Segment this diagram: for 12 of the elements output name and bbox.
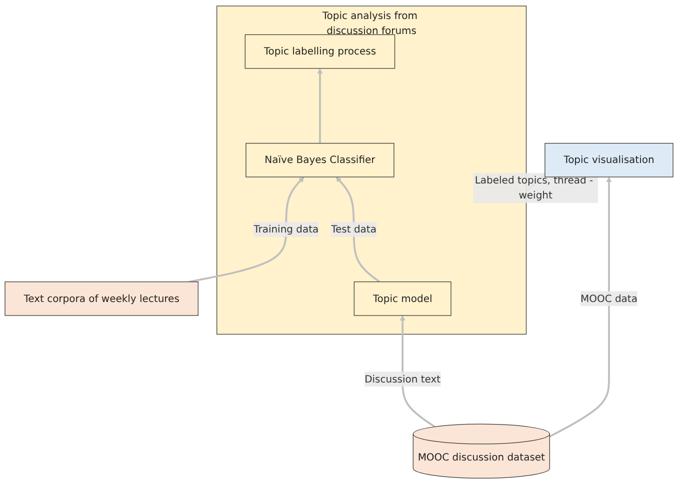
node-box: Topic visualisation [544,142,674,178]
node-box: Text corpora of weekly lectures [4,281,198,316]
node-box: Topic labelling process [244,34,396,69]
edge-label: Training data [254,223,319,235]
node-box: Topic model [354,281,452,316]
node-box: Naïve Bayes Classifier [246,142,394,178]
arrow [188,176,304,283]
arrow [549,176,612,438]
edge-label: Test data [331,223,376,235]
arrow [317,68,323,144]
edge-label: Discussion text [364,372,441,385]
edge-label: MOOC data [580,292,638,304]
